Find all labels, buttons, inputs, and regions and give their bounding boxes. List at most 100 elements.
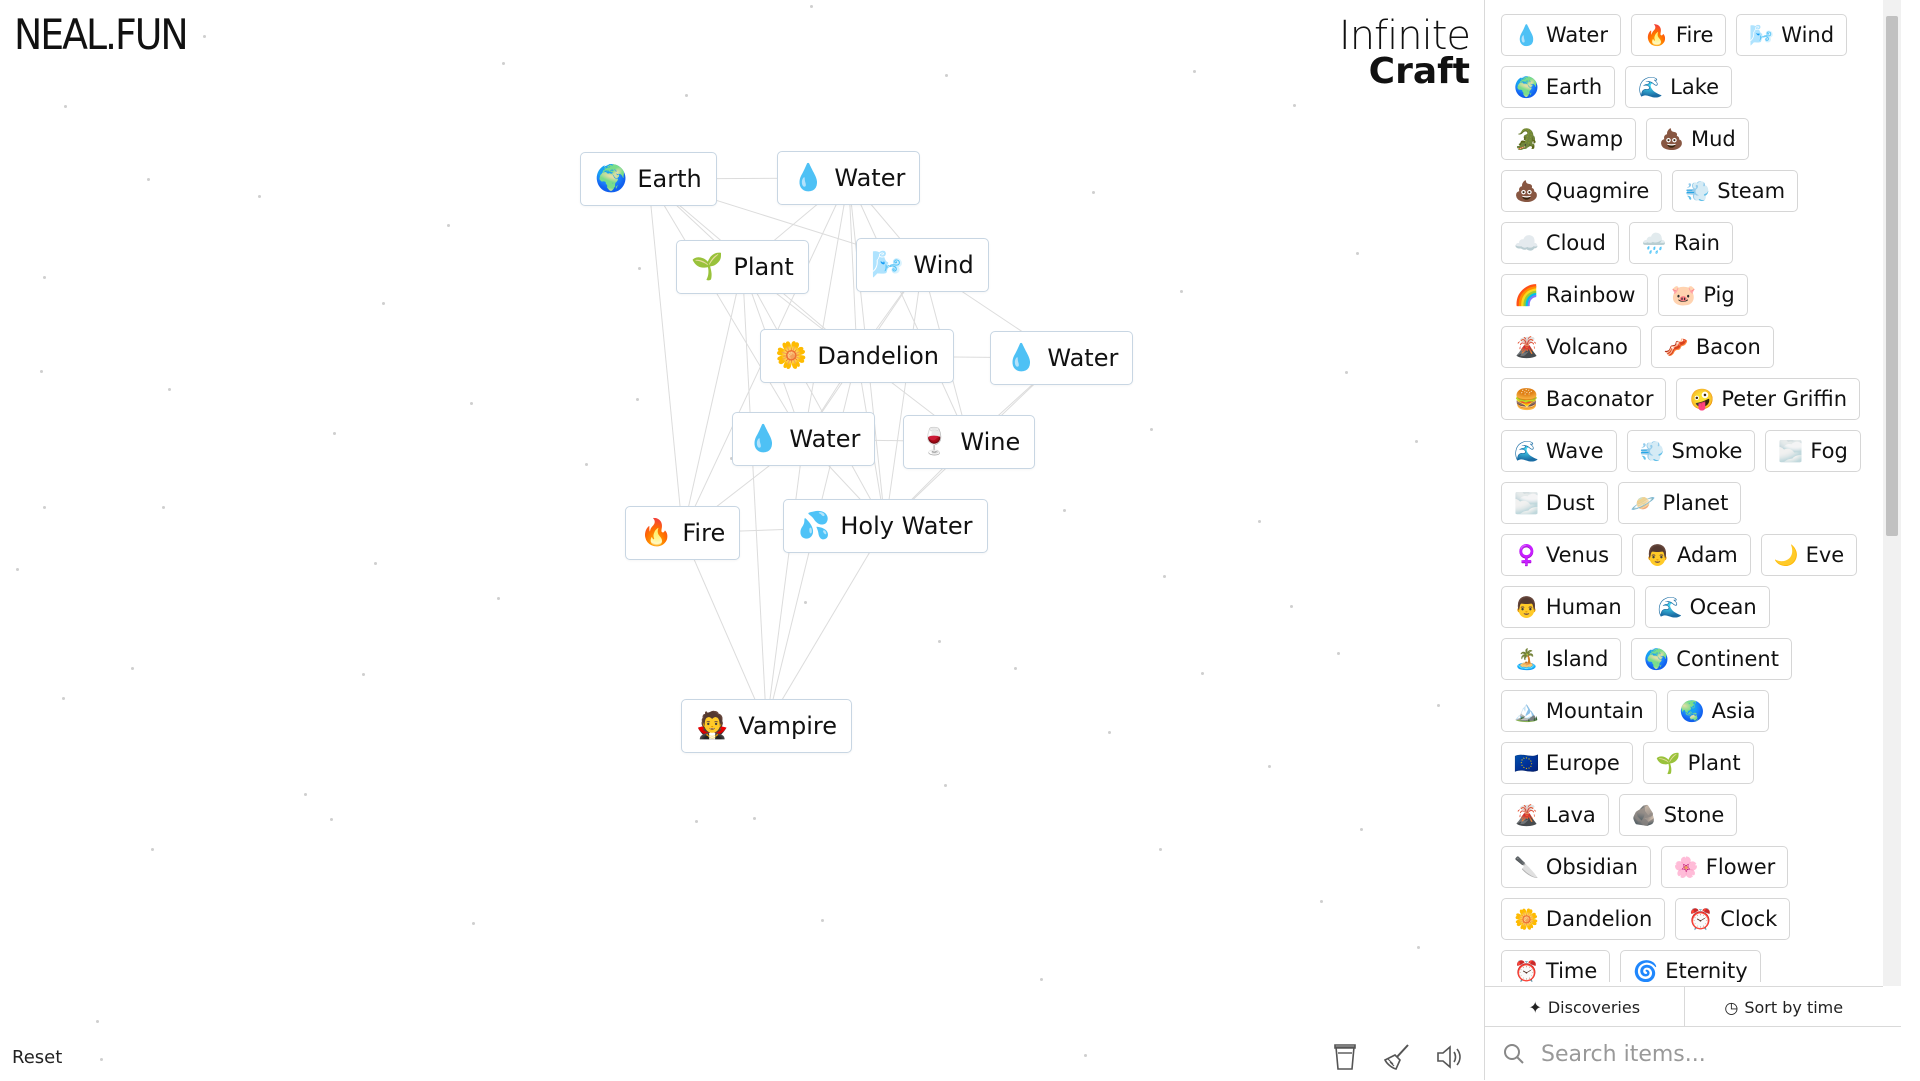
canvas-element-water[interactable]: 💧 Water bbox=[777, 151, 921, 205]
background-dot bbox=[685, 94, 688, 97]
sidebar-item-stone[interactable]: 🪨Stone bbox=[1618, 794, 1738, 836]
background-dot bbox=[147, 178, 150, 181]
sidebar-item-earth[interactable]: 🌍Earth bbox=[1501, 66, 1616, 108]
sidebar-item-dandelion[interactable]: 🌼Dandelion bbox=[1501, 898, 1666, 940]
search-bar bbox=[1485, 1026, 1901, 1081]
speaker-icon[interactable] bbox=[1434, 1042, 1464, 1072]
sidebar-item-europe[interactable]: 🇪🇺Europe bbox=[1501, 742, 1633, 784]
background-dot bbox=[1150, 428, 1153, 431]
sidebar-item-pig[interactable]: 🐷Pig bbox=[1658, 274, 1748, 316]
broom-icon[interactable] bbox=[1382, 1042, 1412, 1072]
item-label: Mud bbox=[1690, 127, 1736, 151]
canvas-element-water[interactable]: 💧 Water bbox=[732, 412, 876, 466]
wine-glass-icon: 🍷 bbox=[918, 427, 951, 457]
sidebar-item-wave[interactable]: 🌊Wave bbox=[1501, 430, 1617, 472]
sidebar-item-bacon[interactable]: 🥓Bacon bbox=[1650, 326, 1774, 368]
item-label: Planet bbox=[1662, 491, 1729, 515]
item-emoji-icon: ⏰ bbox=[1688, 907, 1714, 931]
sidebar-item-mud[interactable]: 💩Mud bbox=[1646, 118, 1749, 160]
reset-button[interactable]: Reset bbox=[12, 1047, 63, 1068]
sidebar-item-volcano[interactable]: 🌋Volcano bbox=[1501, 326, 1641, 368]
background-dot bbox=[1293, 104, 1296, 107]
sort-by-time-button[interactable]: ◷ Sort by time bbox=[1683, 987, 1884, 1027]
background-dot bbox=[636, 398, 639, 401]
item-label: Clock bbox=[1720, 907, 1778, 931]
connection-line bbox=[647, 178, 805, 440]
item-label: Stone bbox=[1663, 803, 1725, 827]
sidebar-item-baconator[interactable]: 🍔Baconator bbox=[1501, 378, 1667, 420]
sidebar-item-swamp[interactable]: 🐊Swamp bbox=[1501, 118, 1637, 160]
connection-lines bbox=[647, 177, 1063, 727]
background-dot bbox=[1040, 978, 1043, 981]
sidebar-item-human[interactable]: 👨Human bbox=[1501, 586, 1635, 628]
sidebar-item-planet[interactable]: 🪐Planet bbox=[1617, 482, 1742, 524]
sidebar-item-wind[interactable]: 🌬️Wind bbox=[1736, 14, 1848, 56]
background-dot bbox=[938, 640, 941, 643]
sidebar-item-obsidian[interactable]: 🔪Obsidian bbox=[1501, 846, 1651, 888]
canvas-element-water[interactable]: 💧 Water bbox=[990, 331, 1134, 385]
background-dot bbox=[382, 302, 385, 305]
sidebar-item-eternity[interactable]: 🌀Eternity bbox=[1620, 950, 1761, 982]
sidebar-item-rain[interactable]: 🌧️Rain bbox=[1628, 222, 1733, 264]
clock-icon: ◷ bbox=[1724, 997, 1739, 1017]
water-drop-icon: 💧 bbox=[747, 424, 780, 454]
sidebar-item-peter-griffin[interactable]: 🤪Peter Griffin bbox=[1676, 378, 1861, 420]
background-dot bbox=[1063, 509, 1066, 512]
sidebar-item-island[interactable]: 🏝️Island bbox=[1501, 638, 1622, 680]
item-emoji-icon: 🌍 bbox=[1644, 647, 1670, 671]
sidebar-item-cloud[interactable]: ☁️Cloud bbox=[1501, 222, 1619, 264]
items-list: 💧Water🔥Fire🌬️Wind 🌍Earth🌊Lake 🐊Swamp💩Mud 💩Q… bbox=[1501, 14, 1871, 982]
sidebar-scrollbar[interactable] bbox=[1883, 0, 1901, 986]
sidebar-item-ocean[interactable]: 🌊Ocean bbox=[1644, 586, 1770, 628]
sidebar-item-lava[interactable]: 🌋Lava bbox=[1501, 794, 1609, 836]
item-label: Baconator bbox=[1545, 387, 1654, 411]
element-label: Holy Water bbox=[840, 512, 973, 540]
canvas-element-wind[interactable]: 🌬️ Wind bbox=[856, 238, 989, 292]
sidebar-item-asia[interactable]: 🌏Asia bbox=[1666, 690, 1769, 732]
canvas-element-earth[interactable]: 🌍 Earth bbox=[580, 152, 717, 206]
sidebar-item-adam[interactable]: 👨Adam bbox=[1632, 534, 1751, 576]
scrollbar-thumb[interactable] bbox=[1886, 16, 1898, 536]
sidebar-item-plant[interactable]: 🌱Plant bbox=[1642, 742, 1754, 784]
fire-icon: 🔥 bbox=[640, 518, 673, 548]
canvas-element-vampire[interactable]: 🧛 Vampire bbox=[681, 699, 853, 753]
item-emoji-icon: 🌋 bbox=[1514, 803, 1539, 827]
search-input[interactable] bbox=[1539, 1040, 1883, 1068]
sidebar-item-time[interactable]: ⏰Time bbox=[1501, 950, 1611, 982]
sidebar-item-steam[interactable]: 💨Steam bbox=[1672, 170, 1799, 212]
sidebar-item-water[interactable]: 💧Water bbox=[1501, 14, 1621, 56]
item-emoji-icon: 💧 bbox=[1514, 23, 1539, 47]
sidebar-item-flower[interactable]: 🌸Flower bbox=[1660, 846, 1789, 888]
background-dot bbox=[62, 697, 65, 700]
cup-icon[interactable] bbox=[1330, 1042, 1360, 1072]
crafting-canvas[interactable]: NEAL.FUN Infinite Craft 🌍 Earth 💧 Water … bbox=[0, 0, 1484, 1080]
sidebar-item-clock[interactable]: ⏰Clock bbox=[1675, 898, 1791, 940]
background-dot bbox=[1268, 765, 1271, 768]
canvas-element-dandelion[interactable]: 🌼 Dandelion bbox=[760, 329, 955, 383]
sidebar-item-mountain[interactable]: 🏔️Mountain bbox=[1501, 690, 1657, 732]
item-emoji-icon: 🔥 bbox=[1643, 23, 1669, 47]
connection-line bbox=[848, 177, 970, 443]
discoveries-button[interactable]: ✦ Discoveries bbox=[1485, 987, 1684, 1027]
sidebar-item-continent[interactable]: 🌍Continent bbox=[1631, 638, 1792, 680]
canvas-element-fire[interactable]: 🔥 Fire bbox=[625, 506, 741, 560]
item-label: Dust bbox=[1545, 491, 1595, 515]
canvas-element-holy-water[interactable]: 💦 Holy Water bbox=[783, 499, 988, 553]
item-label: Europe bbox=[1545, 751, 1620, 775]
background-dot bbox=[131, 667, 134, 670]
sidebar-item-rainbow[interactable]: 🌈Rainbow bbox=[1501, 274, 1649, 316]
sidebar-item-smoke[interactable]: 💨Smoke bbox=[1626, 430, 1756, 472]
element-label: Earth bbox=[637, 165, 702, 193]
background-dot bbox=[1417, 946, 1420, 949]
discoveries-label: Discoveries bbox=[1547, 997, 1641, 1017]
canvas-element-wine[interactable]: 🍷 Wine bbox=[903, 415, 1036, 469]
neal-fun-logo[interactable]: NEAL.FUN bbox=[14, 10, 189, 59]
sidebar-item-eve[interactable]: 🌙Eve bbox=[1760, 534, 1858, 576]
sidebar-item-fire[interactable]: 🔥Fire bbox=[1630, 14, 1727, 56]
canvas-element-plant[interactable]: 🌱 Plant bbox=[676, 240, 809, 294]
sidebar-item-dust[interactable]: 🌫️Dust bbox=[1501, 482, 1608, 524]
sidebar-item-venus[interactable]: ♀️Venus bbox=[1501, 534, 1623, 576]
sidebar-item-lake[interactable]: 🌊Lake bbox=[1625, 66, 1733, 108]
sidebar-item-quagmire[interactable]: 💩Quagmire bbox=[1501, 170, 1663, 212]
sidebar-item-fog[interactable]: 🌫️Fog bbox=[1765, 430, 1861, 472]
